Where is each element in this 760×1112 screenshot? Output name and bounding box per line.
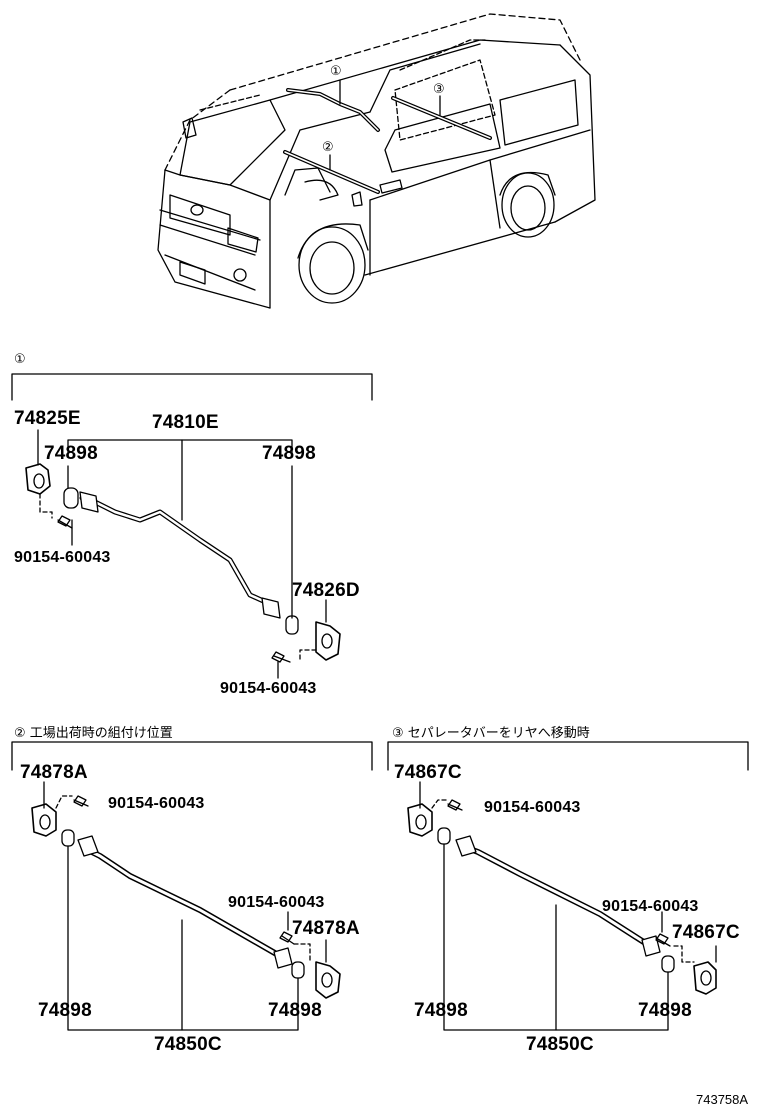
figure-reference: 743758A [696, 1092, 749, 1107]
label-screw-right: 90154-60043 [220, 680, 317, 697]
label-screw-left-3: 90154-60043 [484, 799, 581, 816]
label-screw-left: 90154-60043 [14, 549, 111, 566]
label-74898-left-3: 74898 [414, 1000, 468, 1021]
label-74898-right-2: 74898 [268, 1000, 322, 1021]
callout-1: ① [330, 64, 342, 79]
label-74850c-2: 74850C [154, 1034, 222, 1055]
label-screw-right-3: 90154-60043 [602, 898, 699, 915]
section2-drawing [11, 741, 373, 1031]
section1-drawing [11, 373, 373, 679]
label-74867c-right: 74867C [672, 922, 740, 943]
callout-3: ③ [433, 82, 445, 97]
label-74898-right-3: 74898 [638, 1000, 692, 1021]
label-screw-right-2: 90154-60043 [228, 894, 325, 911]
label-74810e: 74810E [152, 412, 219, 433]
label-74878a-left: 74878A [20, 762, 88, 783]
section2-caption: ② 工場出荷時の組付け位置 [14, 726, 173, 741]
label-74898-left: 74898 [44, 443, 98, 464]
section3-caption: ③ セパレータバーをリヤへ移動時 [392, 726, 590, 741]
label-74826d: 74826D [292, 580, 360, 601]
callout-2: ② [322, 140, 334, 155]
van-illustration [157, 13, 596, 309]
section1-marker: ① [14, 352, 26, 367]
label-screw-left-2: 90154-60043 [108, 795, 205, 812]
label-74867c-left: 74867C [394, 762, 462, 783]
label-74898-left-2: 74898 [38, 1000, 92, 1021]
label-74878a-right: 74878A [292, 918, 360, 939]
section3-drawing [387, 741, 749, 1031]
label-74898-right: 74898 [262, 443, 316, 464]
label-74825e: 74825E [14, 408, 81, 429]
label-74850c-3: 74850C [526, 1034, 594, 1055]
